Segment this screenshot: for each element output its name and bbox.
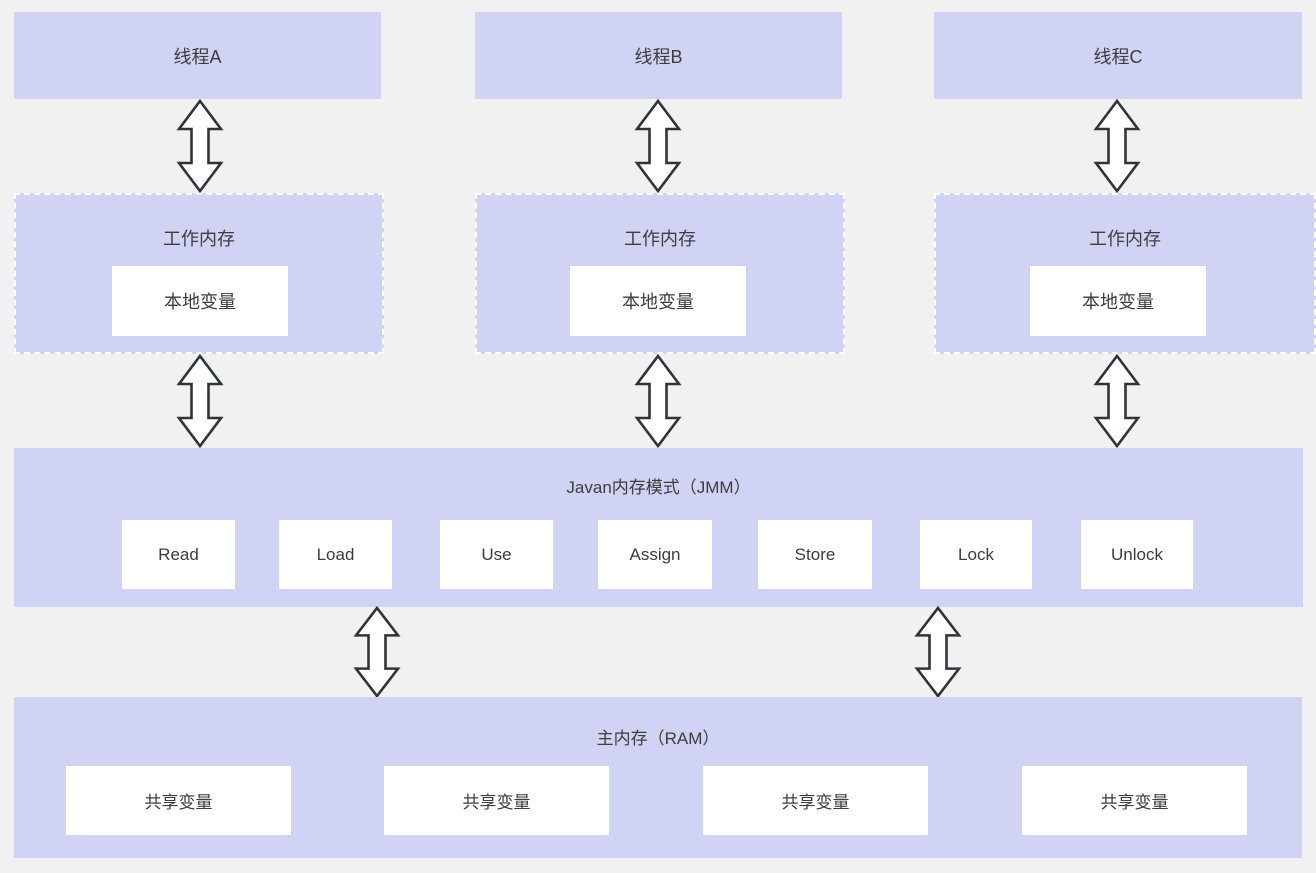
- double-arrow-icon: [634, 354, 682, 448]
- op-load-label: Load: [316, 544, 355, 564]
- thread-b-label: 线程B: [634, 46, 683, 67]
- shared-variable-box: 共享变量: [384, 766, 609, 835]
- double-arrow-icon: [353, 606, 401, 698]
- local-variable-b-label: 本地变量: [622, 292, 694, 312]
- shared-variable-box: 共享变量: [66, 766, 291, 835]
- op-read-label: Read: [158, 544, 199, 564]
- working-memory-a-label: 工作内存: [163, 229, 235, 249]
- local-variable-c-box: 本地变量: [1030, 266, 1206, 336]
- double-arrow-icon: [176, 354, 224, 448]
- op-box-unlock: Unlock: [1081, 520, 1193, 589]
- shared-variable-label: 共享变量: [144, 793, 213, 812]
- local-variable-a-label: 本地变量: [164, 292, 236, 312]
- op-box-load: Load: [279, 520, 392, 589]
- shared-variable-label: 共享变量: [462, 793, 531, 812]
- thread-c-box: 线程C: [934, 12, 1302, 99]
- double-arrow-icon: [914, 606, 962, 698]
- working-memory-c-label: 工作内存: [1089, 229, 1161, 249]
- op-assign-label: Assign: [629, 544, 681, 564]
- op-box-read: Read: [122, 520, 235, 589]
- thread-c-label: 线程C: [1093, 46, 1143, 67]
- op-box-use: Use: [440, 520, 553, 589]
- op-box-lock: Lock: [920, 520, 1032, 589]
- op-box-store: Store: [758, 520, 872, 589]
- double-arrow-icon: [634, 99, 682, 193]
- shared-variable-label: 共享变量: [1100, 793, 1169, 812]
- op-box-assign: Assign: [598, 520, 712, 589]
- main-memory-title: 主内存（RAM）: [596, 729, 720, 748]
- local-variable-c-label: 本地变量: [1082, 292, 1154, 312]
- op-unlock-label: Unlock: [1111, 544, 1163, 564]
- op-use-label: Use: [481, 544, 512, 564]
- double-arrow-icon: [1093, 354, 1141, 448]
- jmm-title: Javan内存模式（JMM）: [566, 478, 751, 497]
- local-variable-a-box: 本地变量: [112, 266, 288, 336]
- shared-variable-box: 共享变量: [703, 766, 928, 835]
- op-store-label: Store: [794, 544, 836, 564]
- thread-a-label: 线程A: [173, 46, 222, 67]
- shared-variable-label: 共享变量: [781, 793, 850, 812]
- local-variable-b-box: 本地变量: [570, 266, 746, 336]
- op-lock-label: Lock: [958, 544, 994, 564]
- thread-a-box: 线程A: [14, 12, 381, 99]
- thread-b-box: 线程B: [475, 12, 842, 99]
- working-memory-b-label: 工作内存: [624, 229, 696, 249]
- double-arrow-icon: [176, 99, 224, 193]
- shared-variable-box: 共享变量: [1022, 766, 1247, 835]
- double-arrow-icon: [1093, 99, 1141, 193]
